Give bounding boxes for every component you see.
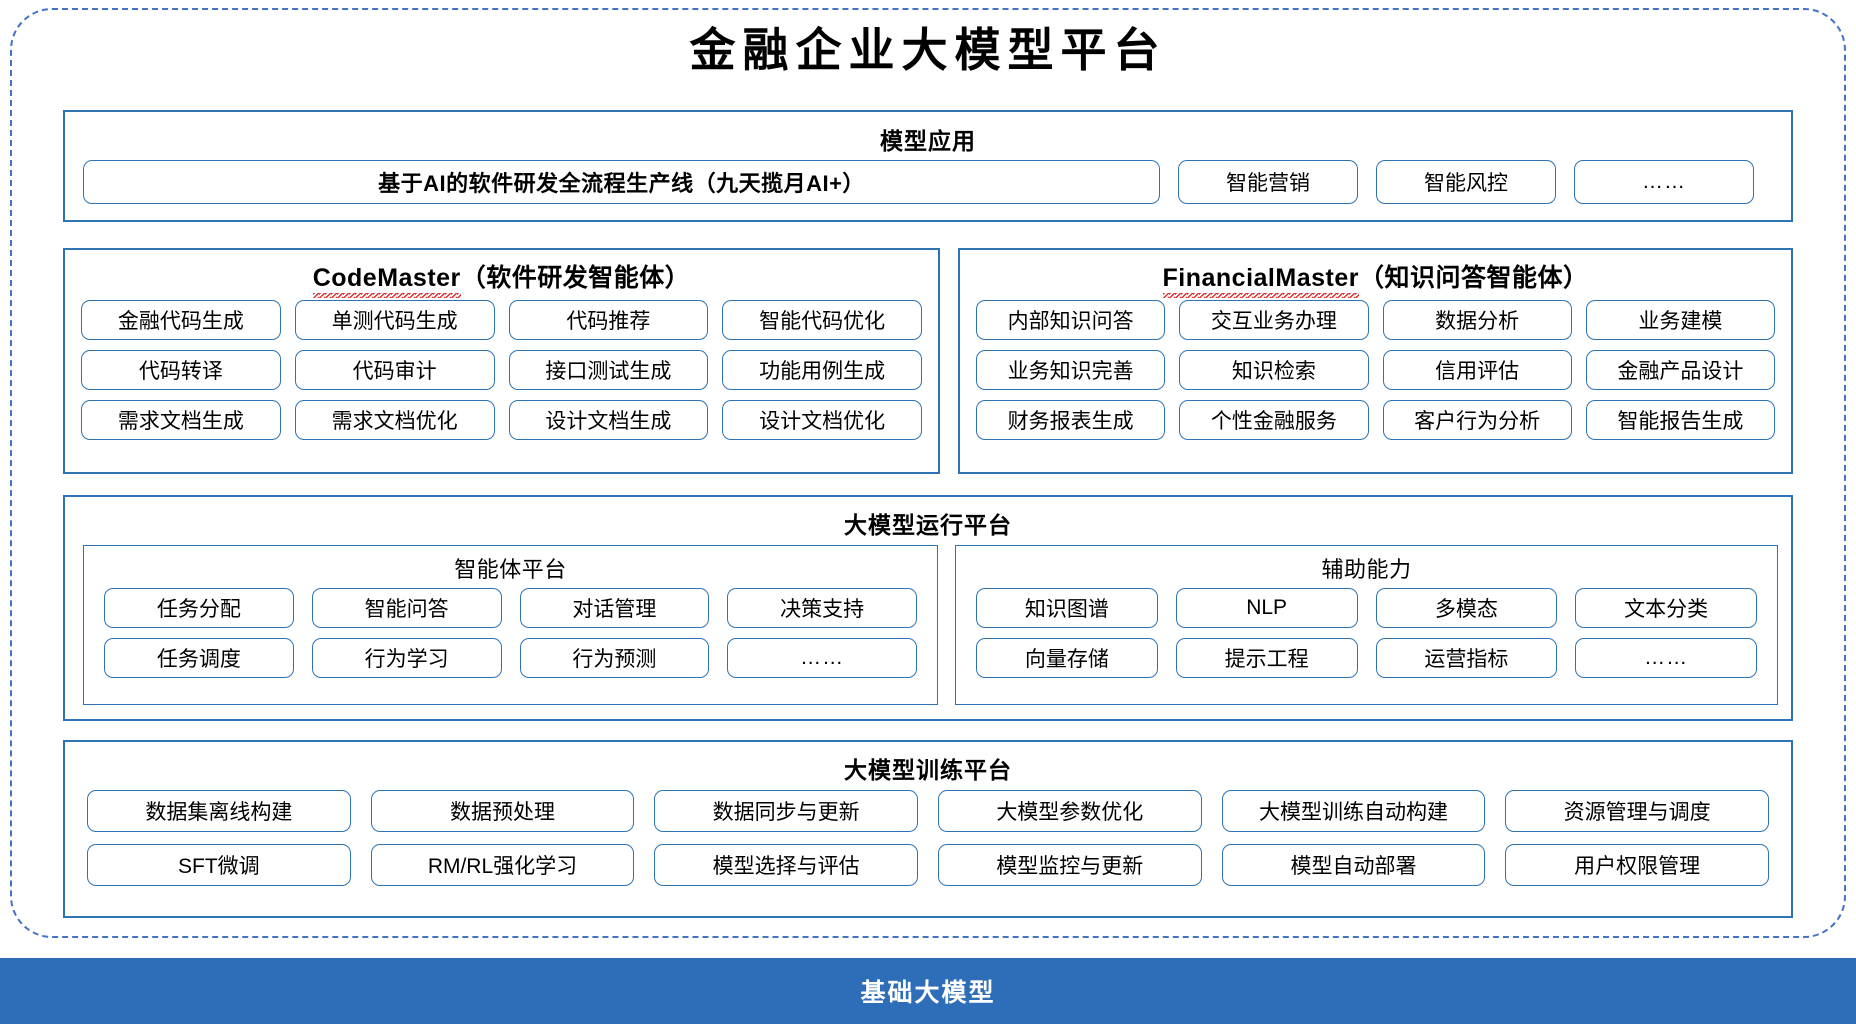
code-master-item[interactable]: 接口测试生成: [508, 350, 709, 390]
code-master-item[interactable]: 智能代码优化: [722, 300, 922, 340]
auxiliary-item[interactable]: 多模态: [1375, 588, 1558, 628]
base-model-bar: 基础大模型: [0, 958, 1856, 1024]
code-master-item[interactable]: 设计文档优化: [722, 400, 922, 440]
financial-master-item[interactable]: 数据分析: [1382, 300, 1572, 340]
code-master-item[interactable]: 需求文档优化: [294, 400, 495, 440]
agent-platform-item[interactable]: 决策支持: [727, 588, 917, 628]
auxiliary-item-more[interactable]: ……: [1575, 638, 1757, 678]
financial-master-item[interactable]: 智能报告生成: [1585, 400, 1775, 440]
auxiliary-item[interactable]: 运营指标: [1375, 638, 1558, 678]
section-title-training-platform: 大模型训练平台: [844, 757, 1012, 783]
auxiliary-item[interactable]: 提示工程: [1175, 638, 1358, 678]
code-master-name: CodeMaster: [312, 264, 461, 298]
agent-platform-item[interactable]: 任务调度: [104, 638, 294, 678]
section-code-master: CodeMaster（软件研发智能体） 金融代码生成 单测代码生成 代码推荐 智…: [63, 248, 940, 474]
code-master-grid: 金融代码生成 单测代码生成 代码推荐 智能代码优化 代码转译 代码审计 接口测试…: [81, 300, 922, 440]
auxiliary-item[interactable]: NLP: [1175, 588, 1358, 628]
subpanel-title-agent-platform: 智能体平台: [454, 557, 567, 582]
section-runtime-platform: 大模型运行平台 智能体平台 任务分配 智能问答 对话管理 决策支持 任务调度 行…: [63, 495, 1793, 721]
training-item[interactable]: 大模型训练自动构建: [1221, 790, 1486, 832]
code-master-item[interactable]: 功能用例生成: [722, 350, 922, 390]
training-item[interactable]: 模型监控与更新: [937, 844, 1202, 886]
model-application-items-row: 基于AI的软件研发全流程生产线（九天揽月AI+） 智能营销 智能风控 ……: [83, 160, 1777, 204]
agent-platform-grid: 任务分配 智能问答 对话管理 决策支持 任务调度 行为学习 行为预测 ……: [104, 588, 917, 678]
auxiliary-item[interactable]: 向量存储: [976, 638, 1158, 678]
financial-master-item[interactable]: 客户行为分析: [1382, 400, 1572, 440]
page-title: 金融企业大模型平台: [689, 25, 1167, 76]
auxiliary-item[interactable]: 文本分类: [1575, 588, 1757, 628]
training-item[interactable]: 模型选择与评估: [654, 844, 918, 886]
code-master-item[interactable]: 代码审计: [294, 350, 495, 390]
code-master-item[interactable]: 代码推荐: [508, 300, 709, 340]
app-item-smart-risk-control[interactable]: 智能风控: [1376, 160, 1556, 204]
code-master-item[interactable]: 金融代码生成: [81, 300, 281, 340]
code-master-item[interactable]: 设计文档生成: [508, 400, 709, 440]
auxiliary-item[interactable]: 知识图谱: [976, 588, 1158, 628]
financial-master-item[interactable]: 知识检索: [1179, 350, 1369, 390]
training-item[interactable]: 用户权限管理: [1505, 844, 1769, 886]
code-master-title: CodeMaster（软件研发智能体）: [65, 258, 938, 298]
app-item-smart-marketing[interactable]: 智能营销: [1178, 160, 1358, 204]
financial-master-item[interactable]: 内部知识问答: [976, 300, 1166, 340]
app-item-ai-pipeline[interactable]: 基于AI的软件研发全流程生产线（九天揽月AI+）: [83, 160, 1160, 204]
financial-master-name: FinancialMaster: [1162, 264, 1359, 298]
code-master-suffix: （软件研发智能体）: [460, 264, 691, 292]
financial-master-title: FinancialMaster（知识问答智能体）: [960, 258, 1791, 298]
financial-master-item[interactable]: 业务知识完善: [976, 350, 1166, 390]
subpanel-auxiliary-capability: 辅助能力 知识图谱 NLP 多模态 文本分类 向量存储 提示工程 运营指标 ……: [955, 545, 1778, 705]
base-model-label: 基础大模型: [860, 979, 996, 1007]
training-item[interactable]: 数据同步与更新: [654, 790, 918, 832]
subpanel-agent-platform: 智能体平台 任务分配 智能问答 对话管理 决策支持 任务调度 行为学习 行为预测…: [83, 545, 938, 705]
auxiliary-capability-grid: 知识图谱 NLP 多模态 文本分类 向量存储 提示工程 运营指标 ……: [976, 588, 1757, 678]
financial-master-item[interactable]: 信用评估: [1382, 350, 1572, 390]
section-title-model-application: 模型应用: [880, 128, 976, 154]
agent-platform-item[interactable]: 智能问答: [311, 588, 502, 628]
training-item[interactable]: SFT微调: [87, 844, 351, 886]
financial-master-suffix: （知识问答智能体）: [1358, 264, 1589, 292]
agent-platform-item-more[interactable]: ……: [727, 638, 917, 678]
financial-master-grid: 内部知识问答 交互业务办理 数据分析 业务建模 业务知识完善 知识检索 信用评估…: [976, 300, 1775, 440]
training-item[interactable]: 数据预处理: [370, 790, 635, 832]
training-platform-grid: 数据集离线构建 数据预处理 数据同步与更新 大模型参数优化 大模型训练自动构建 …: [87, 790, 1769, 886]
training-item[interactable]: RM/RL强化学习: [370, 844, 635, 886]
training-item[interactable]: 大模型参数优化: [937, 790, 1202, 832]
section-model-application: 模型应用 基于AI的软件研发全流程生产线（九天揽月AI+） 智能营销 智能风控 …: [63, 110, 1793, 222]
code-master-item[interactable]: 需求文档生成: [81, 400, 281, 440]
financial-master-item[interactable]: 财务报表生成: [976, 400, 1166, 440]
agent-platform-item[interactable]: 行为学习: [311, 638, 502, 678]
agent-platform-item[interactable]: 行为预测: [519, 638, 710, 678]
code-master-item[interactable]: 单测代码生成: [294, 300, 495, 340]
outer-dashed-frame: [10, 8, 1846, 938]
section-training-platform: 大模型训练平台 数据集离线构建 数据预处理 数据同步与更新 大模型参数优化 大模…: [63, 740, 1793, 918]
section-title-runtime-platform: 大模型运行平台: [844, 512, 1012, 538]
agent-platform-item[interactable]: 对话管理: [519, 588, 710, 628]
financial-master-item[interactable]: 业务建模: [1585, 300, 1775, 340]
section-financial-master: FinancialMaster（知识问答智能体） 内部知识问答 交互业务办理 数…: [958, 248, 1793, 474]
app-item-more[interactable]: ……: [1574, 160, 1754, 204]
financial-master-item[interactable]: 个性金融服务: [1179, 400, 1369, 440]
financial-master-item[interactable]: 金融产品设计: [1585, 350, 1775, 390]
agent-platform-item[interactable]: 任务分配: [104, 588, 294, 628]
subpanel-title-auxiliary-capability: 辅助能力: [1321, 557, 1412, 582]
code-master-item[interactable]: 代码转译: [81, 350, 281, 390]
training-item[interactable]: 数据集离线构建: [87, 790, 351, 832]
financial-master-item[interactable]: 交互业务办理: [1179, 300, 1369, 340]
training-item[interactable]: 模型自动部署: [1221, 844, 1486, 886]
training-item[interactable]: 资源管理与调度: [1505, 790, 1769, 832]
